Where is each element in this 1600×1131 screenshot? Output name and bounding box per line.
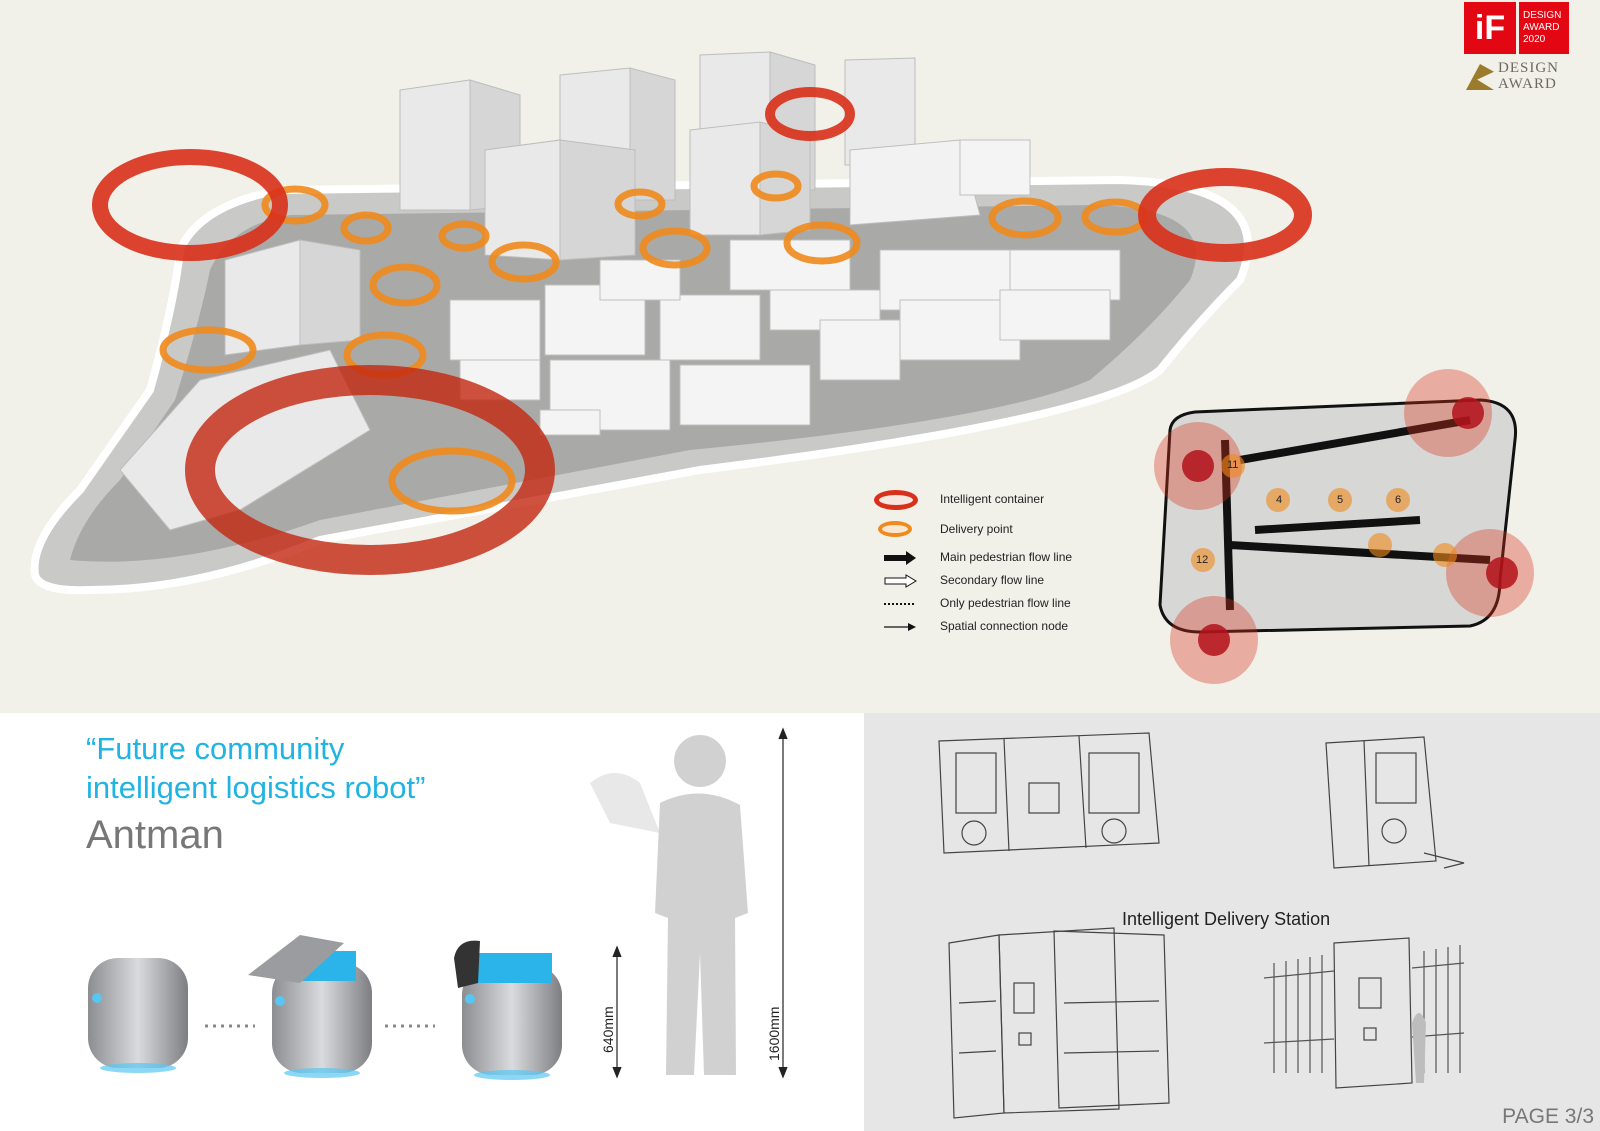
station-fence-drawing [1263, 937, 1465, 1089]
red-ring-icon [874, 490, 918, 510]
station-large-open-drawing [938, 732, 1160, 854]
if-award-badge: iF DESIGN AWARD 2020 [1464, 2, 1600, 54]
robot-open [454, 940, 562, 1080]
site-node-number: 12 [1196, 554, 1209, 566]
robot-illustration [88, 727, 788, 1080]
thin-arrow-icon [884, 623, 916, 631]
site-node-number: 4 [1276, 494, 1283, 506]
if-award-text: DESIGN AWARD 2020 [1519, 2, 1569, 54]
golden-design-award-badge: DESIGN AWARD [1464, 60, 1600, 94]
map-legend: Intelligent container Delivery point Mai… [874, 488, 1104, 648]
station-large-closed-drawing [948, 927, 1170, 1119]
product-tagline: “Future community intelligent logistics … [86, 731, 426, 805]
station-small-open-drawing [1325, 736, 1465, 869]
site-node-number: 6 [1395, 494, 1402, 506]
intelligent-container-rings [92, 87, 1312, 575]
delivery-point-rings [159, 170, 1149, 515]
city-model-illustration [30, 51, 1534, 684]
golden-award-text: DESIGN AWARD [1498, 60, 1559, 92]
site-plan-inset [1154, 369, 1534, 684]
low-rise-blocks [449, 139, 1121, 436]
if-logo: iF [1464, 2, 1516, 54]
human-height-label: 1600mm [766, 1006, 782, 1061]
golden-pin-icon [1466, 64, 1494, 90]
robot-section: “Future community intelligent logistics … [0, 713, 864, 1131]
site-node-number: 5 [1337, 494, 1344, 506]
legend-row: Only pedestrian flow line [874, 594, 1104, 614]
station-drawings [938, 732, 1465, 1119]
robot-lid-opening [248, 935, 372, 1078]
site-node-number: 11 [1227, 459, 1239, 471]
legend-row: Intelligent container [874, 488, 1104, 512]
city-map-section: 11 4 5 6 12 iF DESIGN AWARD 2020 DESIGN … [0, 0, 1600, 713]
legend-row: Main pedestrian flow line [874, 548, 1104, 568]
hollow-arrow-icon [884, 574, 917, 588]
human-dimension-line [778, 727, 788, 1079]
station-caption: Intelligent Delivery Station [1122, 909, 1331, 929]
orange-ring-icon [878, 521, 912, 537]
legend-row: Secondary flow line [874, 571, 1104, 591]
page-number: PAGE 3/3 [1502, 1105, 1594, 1128]
human-silhouette [590, 735, 748, 1075]
robot-dimension-line [612, 945, 622, 1079]
legend-row: Delivery point [874, 518, 1104, 542]
product-name: Antman [86, 813, 224, 857]
robot-height-label: 640mm [600, 1006, 616, 1053]
robot-closed [88, 958, 188, 1073]
legend-row: Spatial connection node [874, 617, 1104, 637]
dotted-line-icon [884, 603, 914, 605]
bold-arrow-icon [884, 551, 916, 565]
delivery-station-section: Intelligent Delivery Station PAGE 3/3 [864, 713, 1600, 1131]
